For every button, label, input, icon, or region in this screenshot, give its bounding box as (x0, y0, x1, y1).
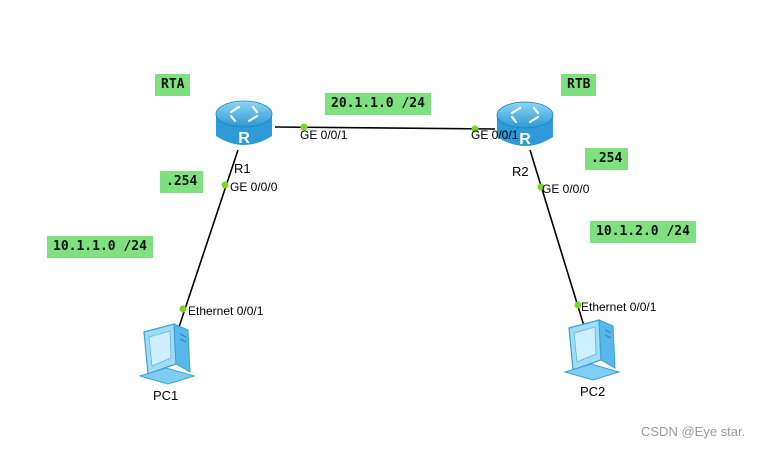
r2-port-ge000-label: GE 0/0/0 (542, 182, 590, 196)
r1-port-ge000-label: GE 0/0/0 (230, 180, 278, 194)
port-dot-pc2-eth (574, 301, 582, 309)
link-r1-pc1 (177, 149, 239, 331)
network-lan-left-label: 10.1.1.0 /24 (47, 236, 153, 258)
pc1-port-ethernet-label: Ethernet 0/0/1 (188, 304, 264, 318)
svg-text:R: R (238, 130, 250, 147)
r1-host-id-label: .254 (160, 171, 204, 193)
pc1-icon[interactable] (136, 320, 202, 386)
router-r2-icon[interactable]: R (494, 97, 556, 155)
link-r2-pc2 (529, 149, 585, 327)
port-dot-pc1-eth (179, 305, 187, 313)
port-dot-r1-g001 (300, 123, 308, 131)
network-lan-right-label: 10.1.2.0 /24 (590, 221, 696, 243)
link-r1-r2 (274, 126, 496, 130)
pc2-icon[interactable] (561, 316, 627, 382)
watermark: CSDN @Eye star. (641, 424, 746, 439)
port-dot-r1-g000 (221, 181, 229, 189)
pc1-name: PC1 (153, 388, 179, 403)
r1-port-ge001-label: GE 0/0/1 (300, 128, 348, 142)
r2-port-ge001-label: GE 0/0/1 (471, 128, 519, 142)
r2-host-id-label: .254 (585, 148, 629, 170)
router-r1-tag: RTA (155, 74, 191, 96)
network-link-label: 20.1.1.0 /24 (325, 93, 431, 115)
router-r1-icon[interactable]: R (213, 96, 275, 154)
pc2-port-ethernet-label: Ethernet 0/0/1 (581, 300, 657, 314)
router-r1-name: R1 (234, 161, 251, 176)
port-dot-r2-g000 (537, 183, 545, 191)
router-r2-tag: RTB (561, 74, 597, 96)
svg-text:R: R (519, 131, 531, 148)
pc2-name: PC2 (580, 384, 606, 399)
port-dot-r2-g001 (471, 125, 479, 133)
router-r2-name: R2 (512, 164, 529, 179)
